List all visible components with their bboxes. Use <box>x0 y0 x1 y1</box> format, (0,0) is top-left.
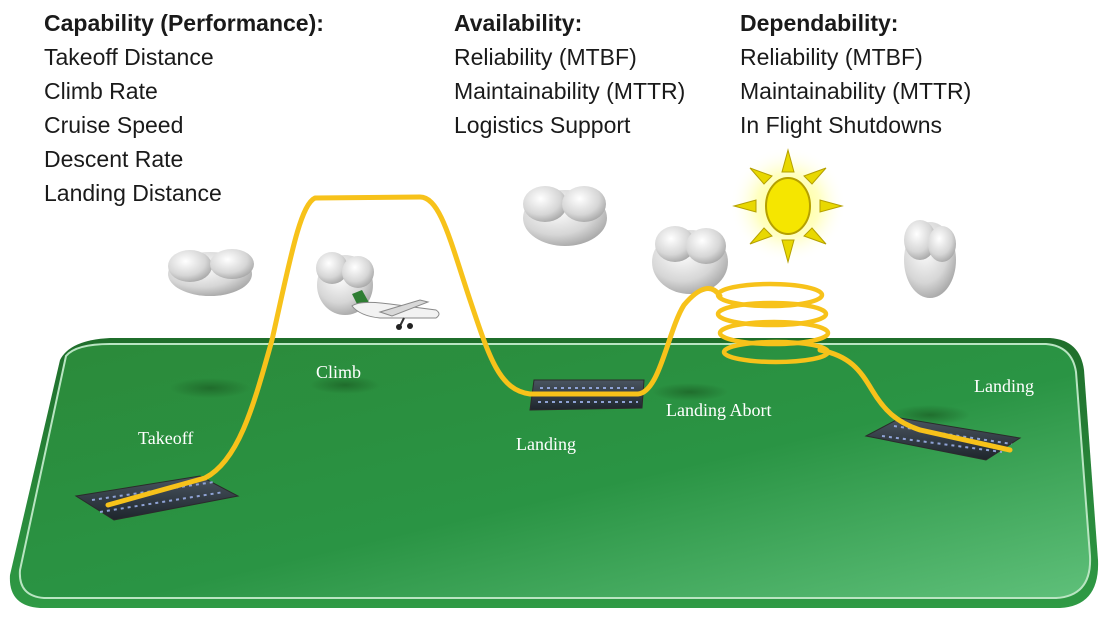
availability-item: Logistics Support <box>454 112 631 138</box>
runway-takeoff <box>74 475 240 521</box>
dependability-column: Dependability: Reliability (MTBF) Mainta… <box>740 6 971 142</box>
runway-landing-right <box>864 417 1022 461</box>
capability-item: Cruise Speed <box>44 112 184 138</box>
label-landing-2: Landing <box>974 376 1034 396</box>
capability-item: Takeoff Distance <box>44 44 214 70</box>
sun-icon <box>730 147 846 264</box>
capability-heading: Capability (Performance): <box>44 10 324 36</box>
cloud-icon <box>652 226 728 294</box>
label-landing-abort: Landing Abort <box>666 400 772 420</box>
label-takeoff: Takeoff <box>138 428 193 448</box>
flight-path-final <box>817 347 1013 453</box>
dependability-heading: Dependability: <box>740 10 899 36</box>
availability-column: Availability: Reliability (MTBF) Maintai… <box>454 6 685 142</box>
cloud-icon <box>168 249 254 296</box>
dependability-item: In Flight Shutdowns <box>740 112 943 138</box>
capability-item: Climb Rate <box>44 78 158 104</box>
airplane-icon <box>351 290 440 330</box>
availability-item: Reliability (MTBF) <box>454 44 637 70</box>
capability-item: Landing Distance <box>44 180 222 206</box>
dependability-item: Reliability (MTBF) <box>740 44 923 70</box>
flight-path <box>105 194 723 508</box>
availability-item: Maintainability (MTTR) <box>454 78 686 104</box>
label-climb: Climb <box>316 362 361 382</box>
cloud-icon <box>523 186 607 246</box>
label-landing-1: Landing <box>516 434 576 454</box>
cloud-icon <box>904 220 956 298</box>
availability-heading: Availability: <box>454 10 583 36</box>
dependability-item: Maintainability (MTTR) <box>740 78 972 104</box>
capability-column: Capability (Performance): Takeoff Distan… <box>44 6 324 210</box>
capability-item: Descent Rate <box>44 146 184 172</box>
ground-platform <box>9 338 1099 608</box>
